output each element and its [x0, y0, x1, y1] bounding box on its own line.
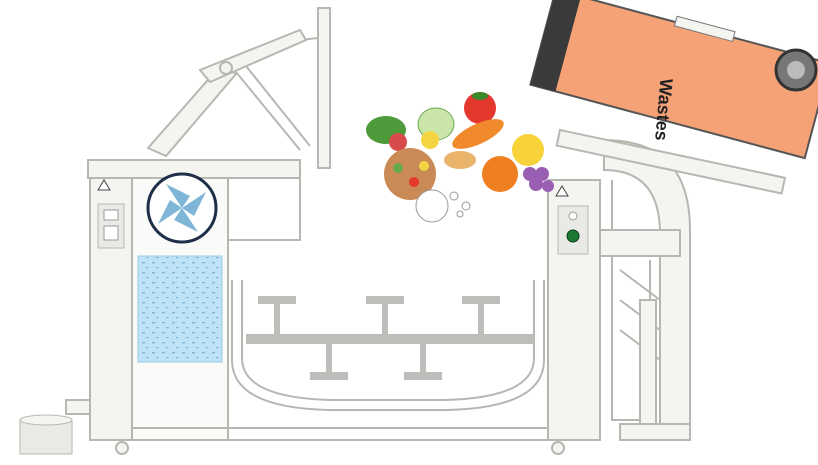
water-reservoir [138, 256, 222, 362]
lid-lift-arm [148, 8, 330, 168]
wastes-bin: Wastes [525, 0, 818, 179]
status-indicator [567, 230, 579, 242]
food-waste-icon [366, 92, 554, 222]
paddle-agitator [246, 296, 534, 380]
fan-icon [148, 174, 216, 242]
collection-bucket [20, 415, 72, 454]
